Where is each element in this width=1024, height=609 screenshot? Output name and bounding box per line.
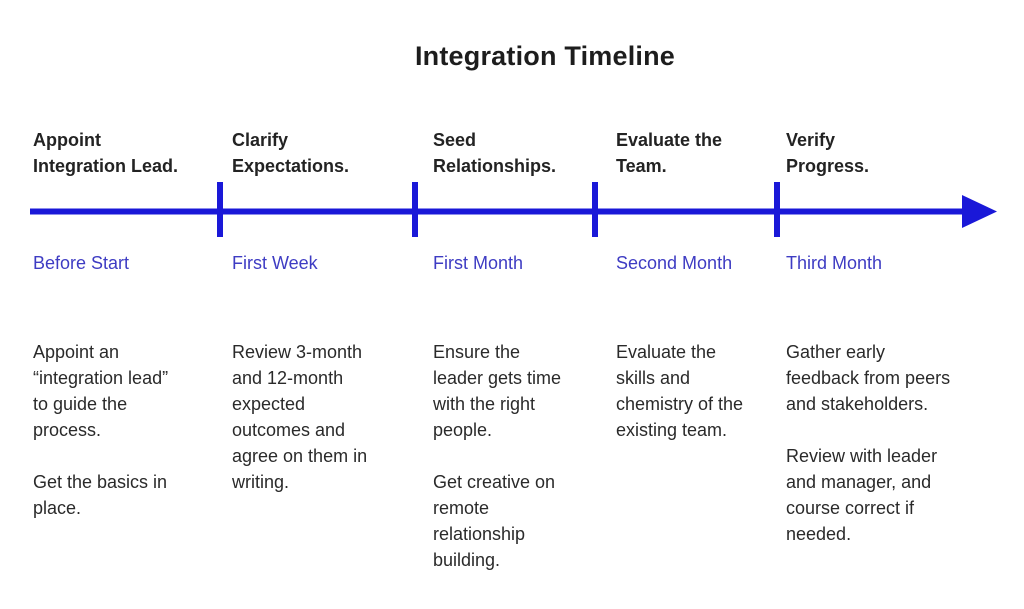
- stage-heading-clarify-expectations: Clarify Expectations.: [232, 130, 350, 176]
- stage-description-appoint-integration-lead: Appoint an “integration lead” to guide t…: [33, 342, 169, 518]
- period-label-first-week: First Week: [232, 253, 318, 273]
- period-label-first-month: First Month: [433, 253, 524, 273]
- period-label-third-month: Third Month: [786, 253, 883, 273]
- stage-heading-verify-progress: Verify Progress.: [786, 130, 870, 176]
- period-label-second-month: Second Month: [616, 253, 733, 273]
- timeline-arrow: [30, 182, 997, 237]
- stage-heading-seed-relationships: Seed Relationships.: [433, 130, 557, 176]
- stage-description-clarify-expectations: Review 3-month and 12-month expected out…: [232, 342, 368, 492]
- stage-description-verify-progress: Gather early feedback from peers and sta…: [786, 342, 951, 544]
- stage-description-evaluate-the-team: Evaluate the skills and chemistry of the…: [616, 342, 744, 440]
- stage-description-seed-relationships: Ensure the leader gets time with the rig…: [433, 342, 562, 570]
- stage-heading-evaluate-the-team: Evaluate the Team.: [616, 130, 723, 176]
- page-title: Integration Timeline: [414, 41, 676, 71]
- arrowhead-icon: [962, 195, 997, 228]
- stage-heading-appoint-integration-lead: Appoint Integration Lead.: [33, 130, 179, 176]
- period-label-before-start: Before Start: [33, 253, 130, 273]
